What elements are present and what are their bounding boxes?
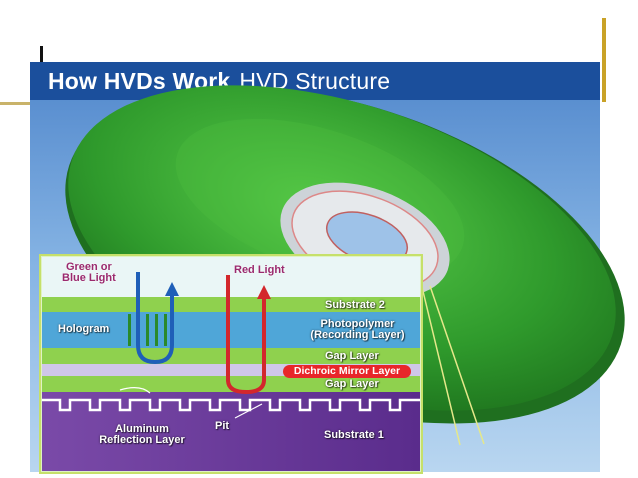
label-aluminum-line1: Aluminum xyxy=(115,423,169,435)
label-dichroic-mirror-layer: Dichroic Mirror Layer xyxy=(283,365,411,378)
label-substrate-2: Substrate 2 xyxy=(325,299,385,311)
pit-profile xyxy=(42,398,420,412)
label-red-light: Red Light xyxy=(234,264,285,276)
label-aluminum-line2: Reflection Layer xyxy=(99,434,185,446)
label-green-blue-light-line2: Blue Light xyxy=(62,272,116,284)
label-photopolymer-line1: Photopolymer xyxy=(320,318,395,330)
label-green-blue-light-line1: Green or xyxy=(65,261,112,273)
label-gap-layer-bottom: Gap Layer xyxy=(325,378,379,390)
label-photopolymer-line2: (Recording Layer) xyxy=(310,329,405,341)
label-hologram: Hologram xyxy=(58,323,110,335)
blue-beam xyxy=(136,272,179,365)
label-photopolymer: Photopolymer (Recording Layer) xyxy=(300,319,415,341)
label-gap-layer-top: Gap Layer xyxy=(325,350,379,362)
leader-lines xyxy=(119,387,263,419)
label-pit: Pit xyxy=(215,420,230,432)
red-beam xyxy=(226,275,271,395)
label-substrate-1: Substrate 1 xyxy=(324,429,384,441)
label-aluminum-reflection-layer: Aluminum Reflection Layer xyxy=(82,424,202,446)
slide-title-bar: How HVDs Work HVD Structure xyxy=(30,62,600,100)
slide-accent-bar-left xyxy=(40,46,43,62)
label-green-blue-light: Green or Blue Light xyxy=(62,262,116,284)
structure-cutaway xyxy=(39,254,423,474)
slide-accent-bar-top-right xyxy=(602,18,606,102)
